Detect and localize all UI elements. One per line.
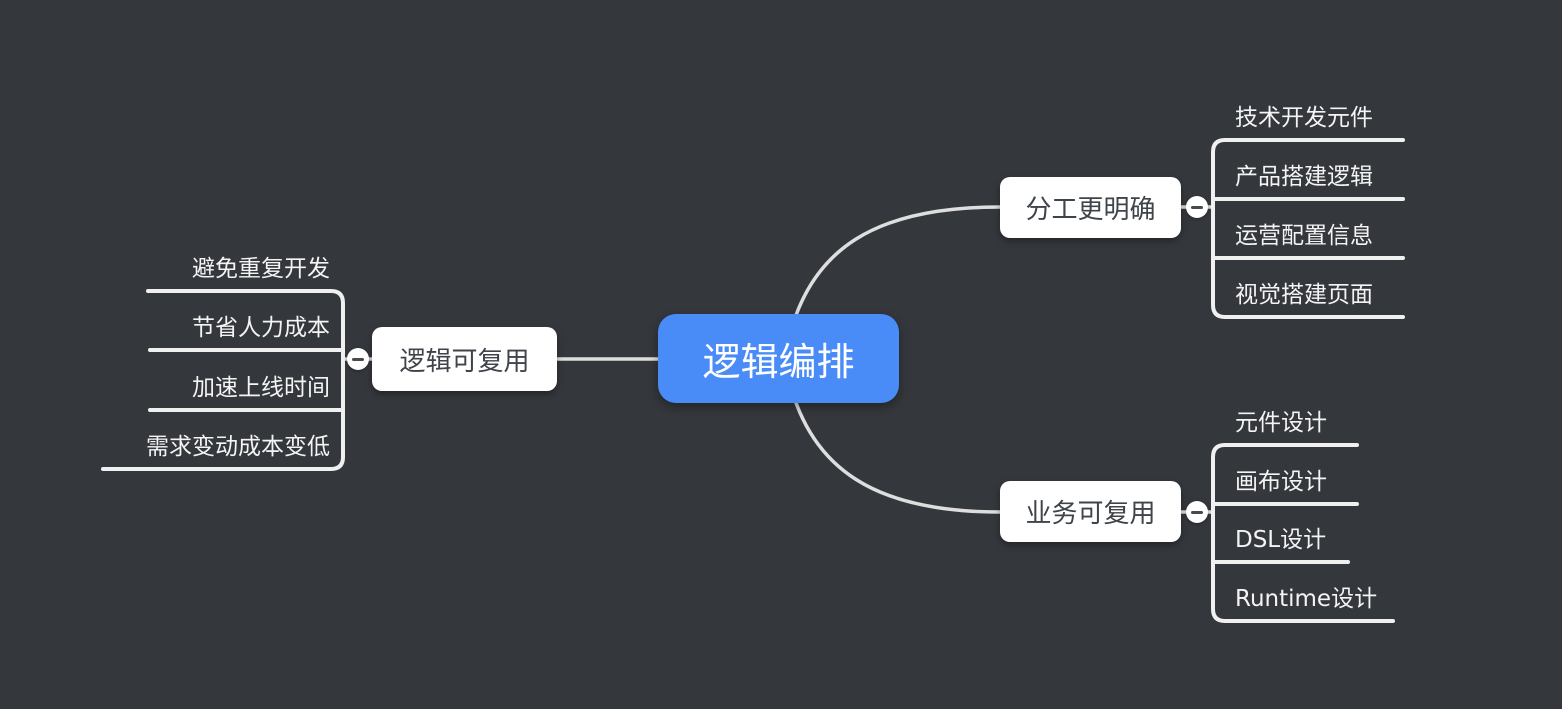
child-topic[interactable]: 视觉搭建页面: [1235, 282, 1373, 308]
child-topic[interactable]: DSL设计: [1235, 527, 1327, 553]
branch-node-label: 分工更明确: [1025, 195, 1156, 225]
root-node[interactable]: 逻辑编排: [658, 314, 899, 403]
child-topic[interactable]: 运营配置信息: [1235, 223, 1373, 249]
child-topic[interactable]: 元件设计: [1235, 410, 1327, 436]
root-node-label: 逻辑编排: [702, 340, 855, 384]
branch-node-division[interactable]: 分工更明确: [1000, 177, 1181, 238]
branch-node-business-reuse[interactable]: 业务可复用: [1000, 481, 1181, 542]
branch-node-label: 逻辑可复用: [399, 346, 530, 377]
child-topic[interactable]: 技术开发元件: [1235, 105, 1373, 131]
child-topic[interactable]: 产品搭建逻辑: [1235, 164, 1373, 190]
branch-node-logic-reuse[interactable]: 逻辑可复用: [372, 327, 557, 391]
collapse-minus-icon[interactable]: [1186, 196, 1208, 218]
collapse-minus-icon[interactable]: [1186, 501, 1208, 523]
child-topic[interactable]: 需求变动成本变低: [146, 434, 330, 460]
collapse-minus-icon[interactable]: [347, 348, 369, 370]
child-topic[interactable]: Runtime设计: [1235, 586, 1378, 612]
child-topic[interactable]: 避免重复开发: [192, 256, 330, 282]
child-topic[interactable]: 加速上线时间: [192, 375, 330, 401]
branch-node-label: 业务可复用: [1025, 499, 1156, 529]
child-topic[interactable]: 画布设计: [1235, 469, 1327, 495]
child-topic[interactable]: 节省人力成本: [192, 315, 330, 341]
